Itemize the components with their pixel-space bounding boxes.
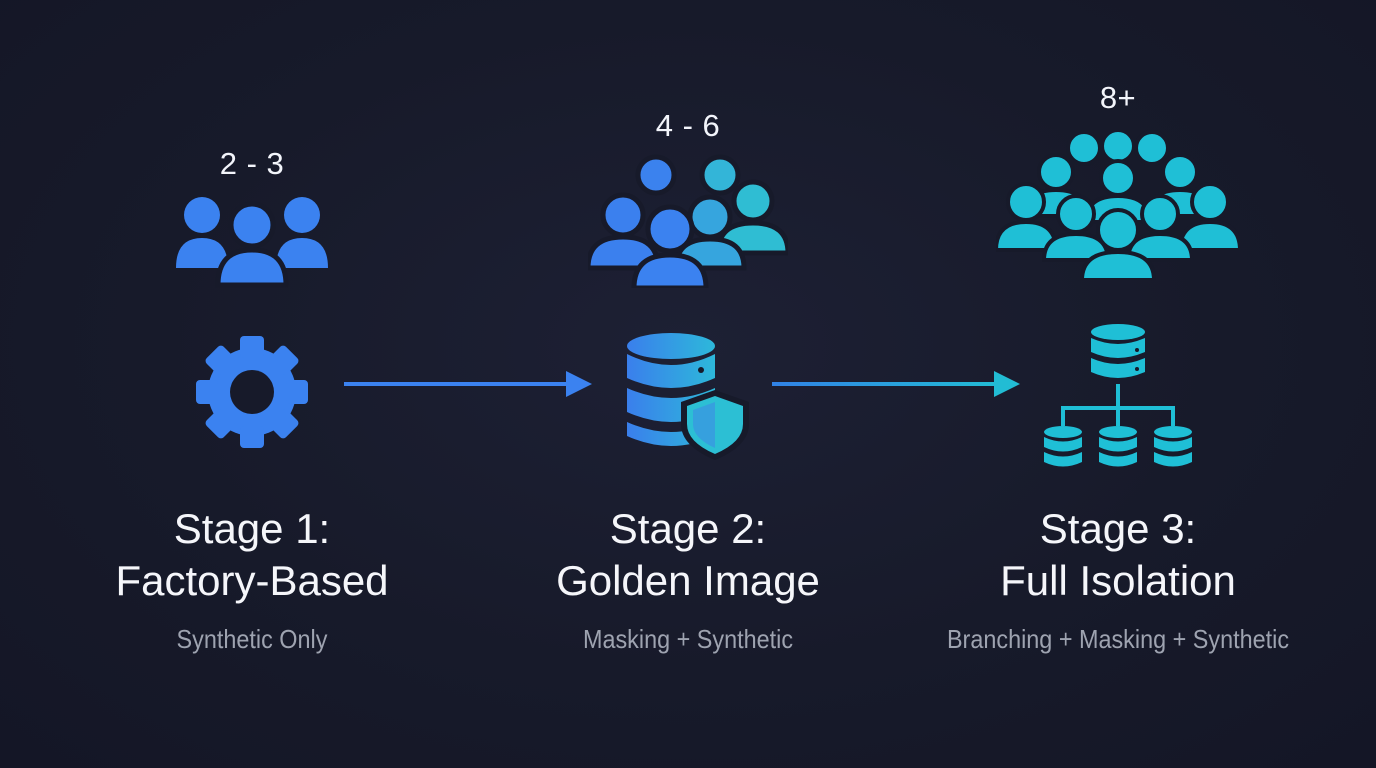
stage-1-subtitle: Synthetic Only <box>176 624 328 654</box>
stage-3-title-line2: Full Isolation <box>1000 557 1236 604</box>
database-branching-icon <box>1044 324 1192 467</box>
stage-3-title-line1: Stage 3: <box>1039 505 1197 552</box>
stage-3: 8+ <box>947 0 1289 768</box>
stage-1-team-count: 2 - 3 <box>219 146 285 181</box>
stage-2-title-line1: Stage 2: <box>609 505 767 552</box>
stage-3-subtitle: Branching + Masking + Synthetic <box>946 624 1290 654</box>
team-large-icon <box>996 130 1240 280</box>
stage-1-title-line2: Factory-Based <box>115 557 389 604</box>
stage-2-title: Stage 2: Golden Image <box>538 503 838 607</box>
team-small-icon <box>176 197 328 288</box>
gear-icon <box>196 336 308 448</box>
stage-2-subtitle: Masking + Synthetic <box>582 624 794 654</box>
database-shield-icon <box>627 333 749 460</box>
stage-2-title-line2: Golden Image <box>556 557 820 604</box>
arrow-icon <box>344 371 592 397</box>
team-medium-icon <box>588 154 788 288</box>
stage-2: 4 - 6 <box>538 0 838 768</box>
stage-3-team-count: 8+ <box>1099 80 1137 115</box>
stage-1-title: Stage 1: Factory-Based <box>102 503 402 607</box>
stage-2-team-count: 4 - 6 <box>655 108 721 143</box>
stage-1: 2 - 3 St <box>102 0 402 768</box>
stage-3-title: Stage 3: Full Isolation <box>968 503 1268 607</box>
arrow-icon <box>772 371 1020 397</box>
stage-1-title-line1: Stage 1: <box>173 505 331 552</box>
